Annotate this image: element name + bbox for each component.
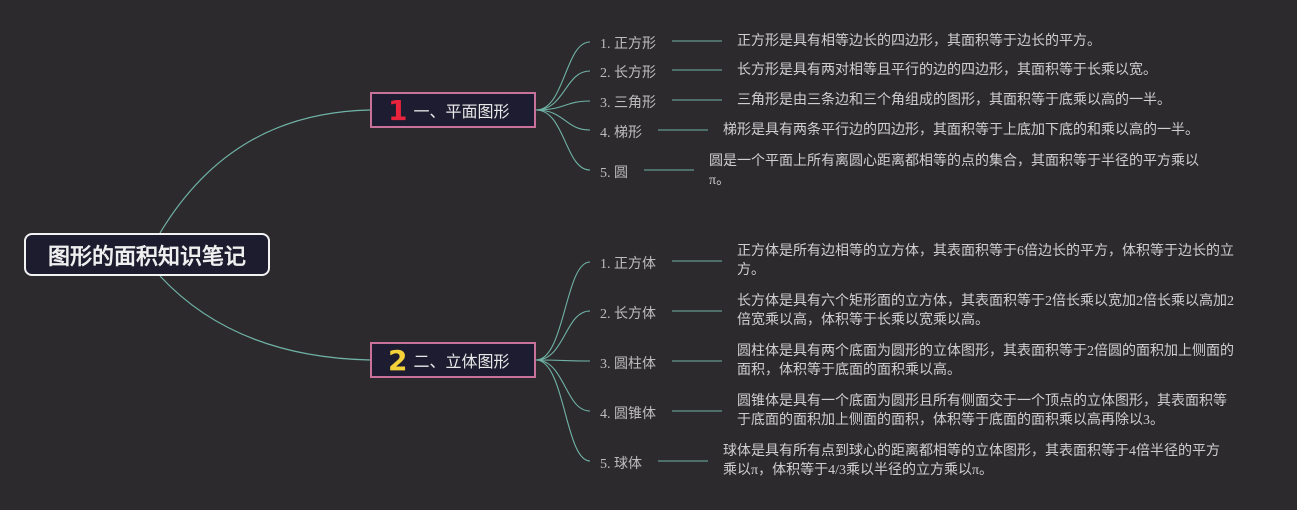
- root-link-1: [159, 109, 371, 234]
- leaf-desc: 正方体是所有边相等的立方体，其表面积等于6倍边长的平方，体积等于边长的立方。: [737, 244, 1234, 278]
- leaf-cuboid[interactable]: 2. 长方体: [600, 307, 656, 322]
- leaf-sphere[interactable]: 5. 球体: [600, 457, 642, 472]
- leaf-cone[interactable]: 4. 圆锥体: [600, 407, 656, 422]
- branch-1-links: [535, 40, 722, 171]
- leaf-trapezoid[interactable]: 4. 梯形: [600, 126, 642, 141]
- leaf-square[interactable]: 1. 正方形: [600, 37, 656, 52]
- leaf-circle[interactable]: 5. 圆: [600, 166, 628, 181]
- leaf-desc: 梯形是具有两条平行边的四边形，其面积等于上底加下底的和乘以高的一半。: [723, 123, 1199, 138]
- branch-label: 一、平面图形: [413, 102, 510, 121]
- branch-2-links: [535, 260, 722, 462]
- leaf-desc: 正方形是具有相等边长的四边形，其面积等于边长的平方。: [737, 34, 1101, 49]
- branch-plane-figures[interactable]: 1 一、平面图形: [370, 92, 536, 128]
- branch-number-1: 1: [388, 93, 408, 127]
- leaf-cube[interactable]: 1. 正方体: [600, 257, 656, 272]
- leaf-desc: 圆锥体是具有一个底面为圆形且所有侧面交于一个顶点的立体图形，其表面积等于底面的面…: [737, 394, 1227, 428]
- leaf-cylinder[interactable]: 3. 圆柱体: [600, 357, 656, 372]
- leaf-desc: 球体是具有所有点到球心的距离都相等的立体图形，其表面积等于4倍半径的平方乘以π，…: [723, 444, 1220, 478]
- leaf-rectangle[interactable]: 2. 长方形: [600, 66, 656, 81]
- branch-number-2: 2: [388, 343, 408, 377]
- leaf-triangle[interactable]: 3. 三角形: [600, 96, 656, 111]
- branch-label: 二、立体图形: [413, 352, 510, 371]
- branch-solid-figures[interactable]: 2 二、立体图形: [370, 342, 536, 378]
- leaf-desc: 圆柱体是具有两个底面为圆形的立体图形，其表面积等于2倍圆的面积加上侧面的面积，体…: [737, 344, 1234, 378]
- root-link-2: [159, 275, 371, 361]
- leaf-desc: 三角形是由三条边和三个角组成的图形，其面积等于底乘以高的一半。: [737, 93, 1171, 108]
- leaf-desc: 长方体是具有六个矩形面的立方体，其表面积等于2倍长乘以宽加2倍长乘以高加2倍宽乘…: [737, 294, 1234, 328]
- leaf-desc: 圆是一个平面上所有离圆心距离都相等的点的集合，其面积等于半径的平方乘以π。: [709, 154, 1199, 188]
- leaf-desc: 长方形是具有两对相等且平行的边的四边形，其面积等于长乘以宽。: [737, 63, 1157, 78]
- root-topic[interactable]: 图形的面积知识笔记: [24, 233, 270, 276]
